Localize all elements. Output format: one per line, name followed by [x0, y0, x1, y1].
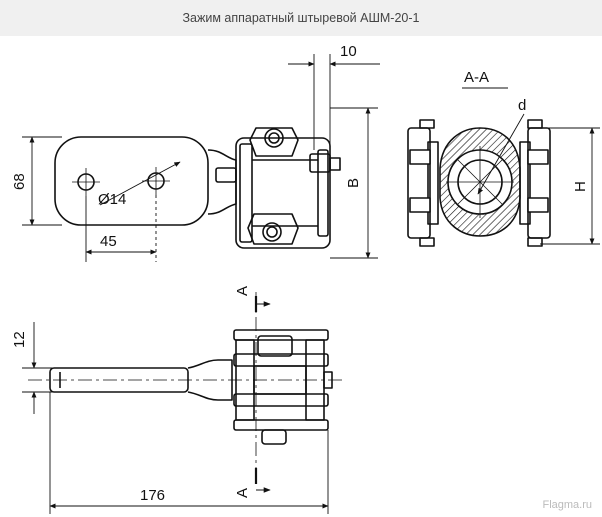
dim-176-label: 176 [140, 487, 165, 504]
cut-label-bottom: A [234, 488, 251, 498]
nut-bottom [247, 213, 299, 245]
technical-drawing: 10 68 Ø14 45 B A-A d H A 12 176 A [11, 43, 600, 514]
section-view [407, 87, 600, 247]
dim-12-label: 12 [11, 331, 28, 348]
watermark: Flagma.ru [542, 499, 592, 511]
pin-rod [49, 367, 189, 393]
dim-10-label: 10 [340, 43, 357, 60]
cut-label-top: A [234, 286, 251, 296]
dim-d-label: d [518, 97, 526, 114]
nut-top [249, 127, 299, 157]
dim-d14-label: Ø14 [98, 191, 126, 208]
plate-outline [54, 136, 209, 226]
page-title: Зажим аппаратный штыревой АШМ-20-1 [182, 11, 420, 25]
dim-h-label: H [572, 181, 589, 192]
dim-45-label: 45 [100, 233, 117, 250]
dim-b-label: B [345, 178, 362, 188]
section-title: A-A [464, 69, 489, 86]
title-bar: Зажим аппаратный штыревой АШМ-20-1 [0, 0, 602, 36]
side-view [22, 292, 346, 514]
dim-68-label: 68 [11, 173, 28, 190]
top-view [22, 54, 380, 262]
